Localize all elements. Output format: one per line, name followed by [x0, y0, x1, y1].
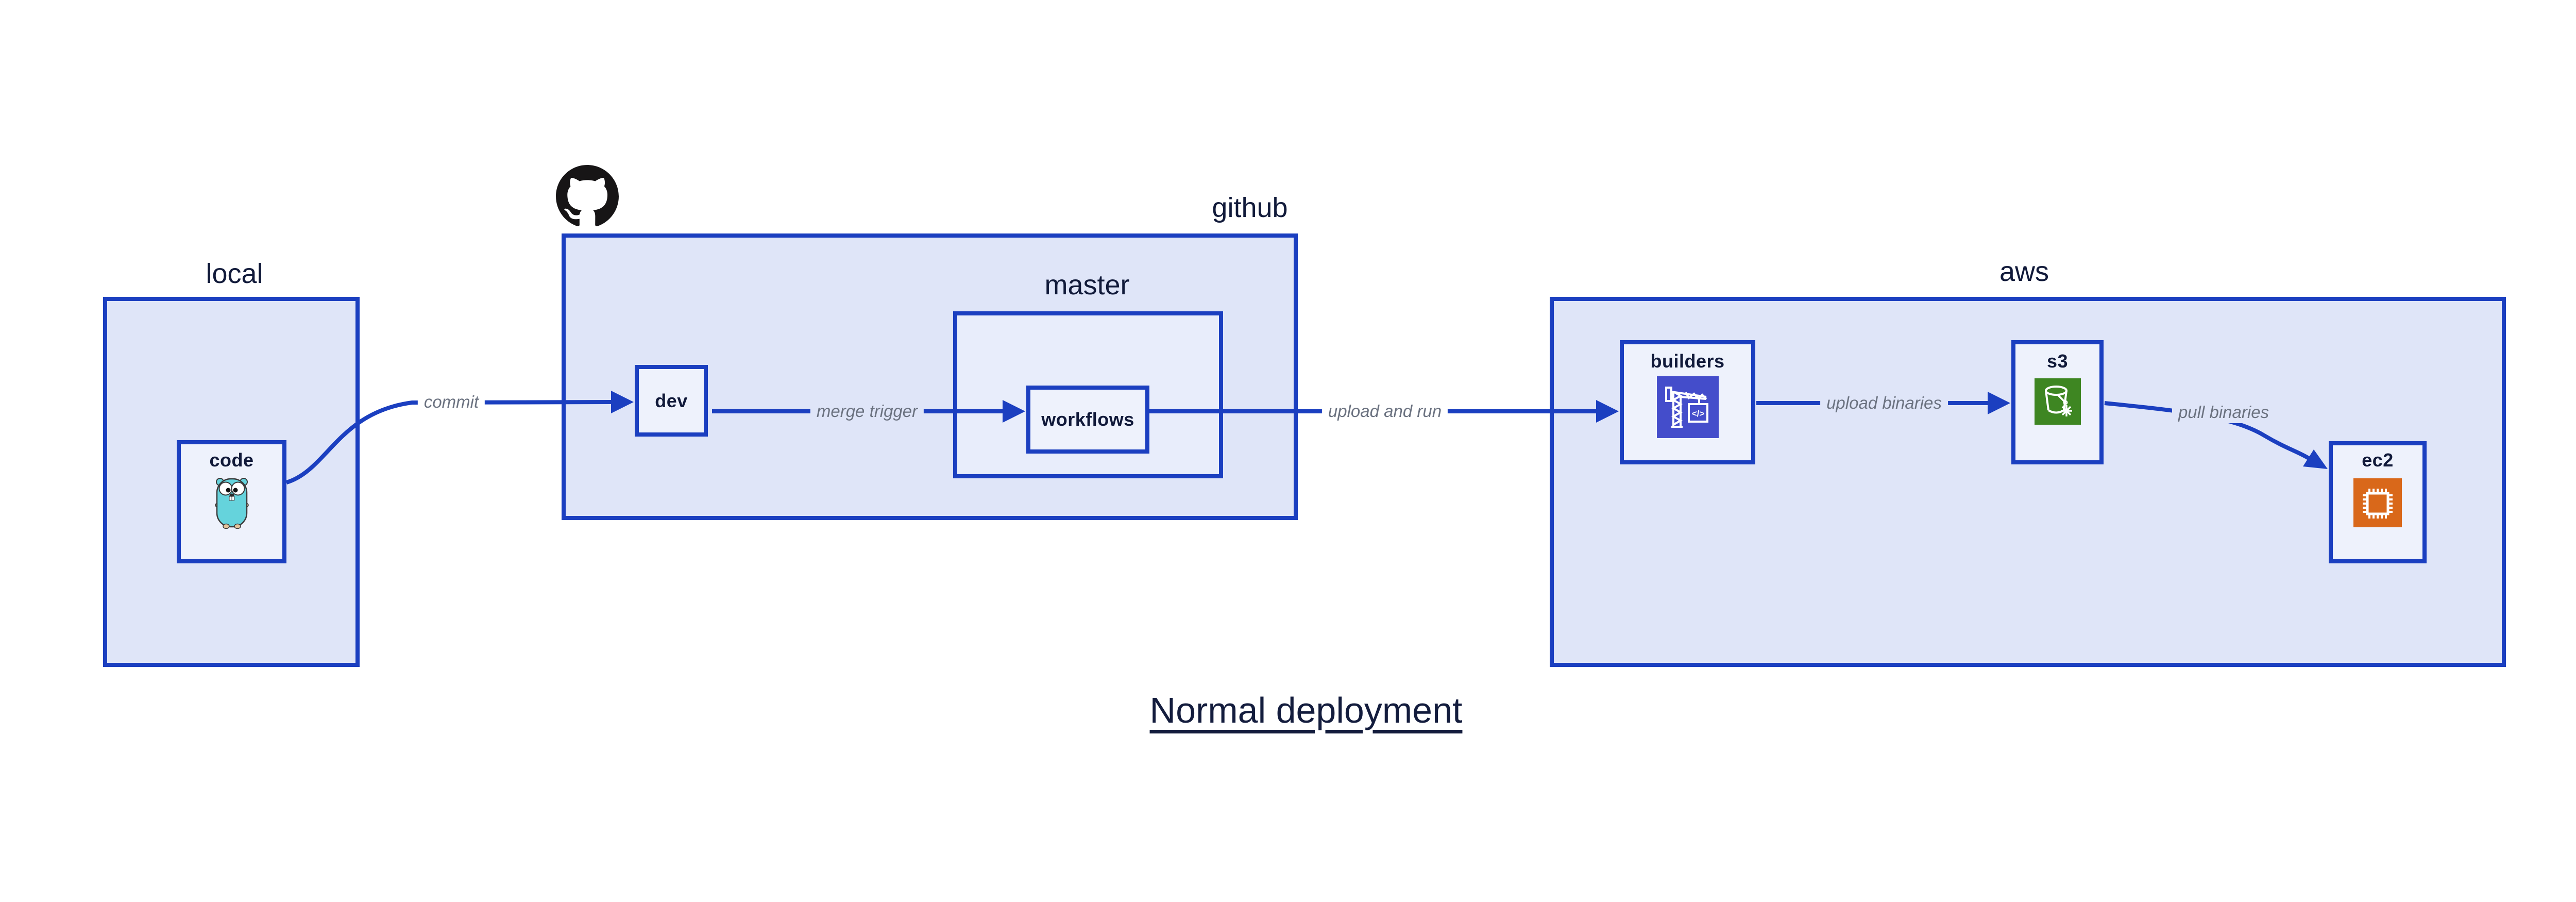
aws-ec2-icon	[2353, 478, 2402, 527]
node-label-code: code	[209, 449, 254, 471]
svg-text:</>: </>	[1691, 409, 1704, 419]
edge-label-upload-and-run: upload and run	[1321, 400, 1448, 422]
container-label-local: local	[206, 258, 263, 289]
edge-label-commit: commit	[417, 391, 485, 413]
node-label-dev: dev	[655, 390, 688, 411]
node-code: code	[177, 440, 286, 563]
node-label-ec2: ec2	[2362, 449, 2394, 471]
aws-s3-glacier-icon	[2034, 378, 2081, 425]
node-label-s3: s3	[2046, 350, 2069, 372]
edge-pull-binaries	[2104, 401, 2328, 469]
node-label-builders: builders	[1650, 350, 1725, 372]
diagram-title: Normal deployment	[1149, 690, 1463, 730]
edge-label-upload-binaries: upload binaries	[1820, 392, 1948, 414]
edge-label-pull-binaries: pull binaries	[2172, 402, 2276, 423]
node-s3: s3	[2011, 340, 2104, 464]
container-label-github: github	[1212, 192, 1288, 223]
node-dev: dev	[635, 365, 708, 437]
container-label-aws: aws	[1999, 256, 2049, 287]
go-gopher-icon	[214, 478, 249, 529]
node-ec2: ec2	[2329, 441, 2427, 563]
edge-label-merge-trigger: merge trigger	[810, 400, 924, 422]
edge-commit	[285, 391, 634, 485]
node-workflows: workflows	[1026, 386, 1149, 454]
node-builders: builders </>	[1620, 340, 1755, 464]
github-octocat-icon	[556, 165, 619, 226]
node-label-workflows: workflows	[1041, 409, 1134, 430]
container-label-master: master	[1044, 270, 1130, 300]
aws-codebuild-icon: </>	[1656, 376, 1719, 438]
